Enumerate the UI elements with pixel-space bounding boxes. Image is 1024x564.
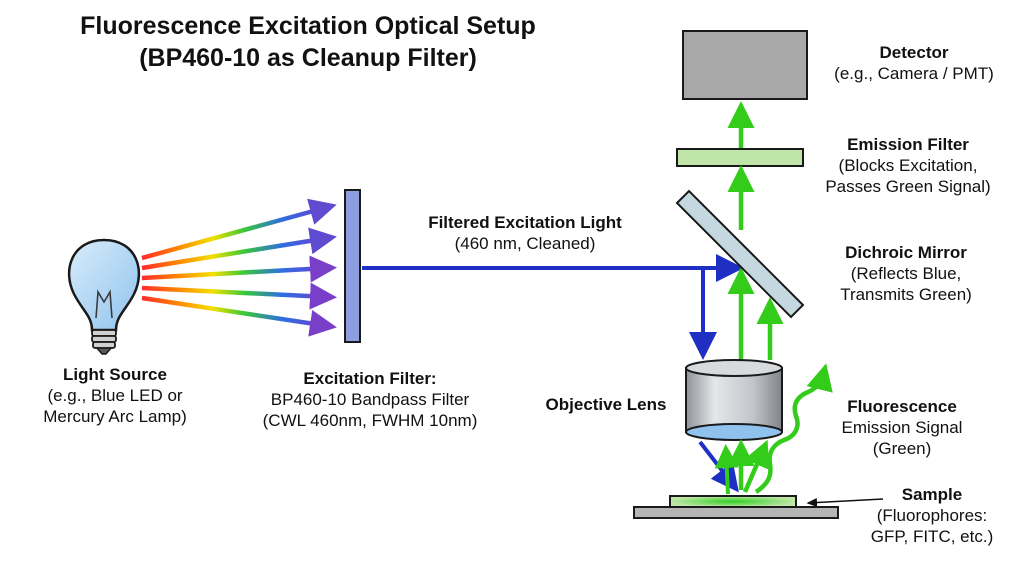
emission-filter-label: Emission Filter (Blocks Excitation, Pass… (800, 134, 1016, 197)
sample-line-1: (Fluorophores: (876, 506, 988, 525)
title-line-2: (BP460-10 as Cleanup Filter) (139, 44, 477, 72)
light-bulb-icon (67, 238, 141, 355)
light-source-line-2: Mercury Arc Lamp) (43, 407, 187, 426)
ray-5 (141, 295, 337, 337)
sample-pointer (806, 498, 884, 508)
fluorescence-wave-arrow (754, 363, 833, 494)
ray-1 (141, 198, 337, 261)
dichroic-mirror-label: Dichroic Mirror (Reflects Blue, Transmit… (806, 242, 1006, 305)
diagram-title: Fluorescence Excitation Optical Setup (B… (18, 10, 598, 74)
dichroic-line-1: (Reflects Blue, (850, 264, 962, 283)
excitation-filter-line-2: (CWL 460nm, FWHM 10nm) (262, 411, 478, 430)
detector (682, 30, 808, 100)
emission-filter-line-2: Passes Green Signal) (825, 177, 991, 196)
sample-line-2: GFP, FITC, etc.) (870, 527, 994, 546)
title-line-1: Fluorescence Excitation Optical Setup (80, 12, 536, 40)
excitation-filter-heading: Excitation Filter: (303, 369, 437, 388)
light-source-line-1: (e.g., Blue LED or (47, 386, 183, 405)
sample-label: Sample (Fluorophores: GFP, FITC, etc.) (852, 484, 1012, 547)
emission-filter (676, 148, 804, 167)
filtered-light-label: Filtered Excitation Light (460 nm, Clean… (395, 212, 655, 254)
excitation-filter-line-1: BP460-10 Bandpass Filter (270, 390, 470, 409)
ray-4 (141, 282, 337, 310)
filtered-light-line-1: (460 nm, Cleaned) (454, 234, 596, 253)
detector-label: Detector (e.g., Camera / PMT) (812, 42, 1016, 84)
ray-3 (141, 255, 337, 283)
objective-lens-label: Objective Lens (526, 394, 686, 415)
excitation-filter (344, 189, 361, 343)
emission-filter-line-1: (Blocks Excitation, (838, 156, 978, 175)
broadband-light-rays (141, 198, 337, 337)
light-source-heading: Light Source (63, 365, 167, 384)
excitation-filter-label: Excitation Filter: BP460-10 Bandpass Fil… (235, 368, 505, 431)
ray-2 (141, 227, 337, 271)
fluorescence-label: Fluorescence Emission Signal (Green) (818, 396, 986, 459)
objective-heading: Objective Lens (545, 395, 667, 414)
dichroic-heading: Dichroic Mirror (845, 243, 967, 262)
dichroic-line-2: Transmits Green) (840, 285, 972, 304)
detector-heading: Detector (879, 43, 949, 62)
sample-stage (633, 506, 839, 519)
dichroic-mirror (675, 189, 805, 319)
objective-lens (685, 359, 783, 441)
emission-into-objective-arrow-2 (742, 439, 770, 493)
fluorescence-line-2: (Green) (872, 439, 932, 458)
sample-heading: Sample (901, 485, 963, 504)
emission-filter-heading: Emission Filter (847, 135, 969, 154)
light-source-label: Light Source (e.g., Blue LED or Mercury … (20, 364, 210, 427)
sample-slide (669, 495, 797, 508)
fluorescence-line-1: Emission Signal (841, 418, 963, 437)
detector-line-1: (e.g., Camera / PMT) (834, 64, 994, 83)
filtered-light-heading: Filtered Excitation Light (428, 213, 622, 232)
emission-into-objective-arrow-3 (714, 444, 739, 495)
fluorescence-heading: Fluorescence (847, 397, 957, 416)
